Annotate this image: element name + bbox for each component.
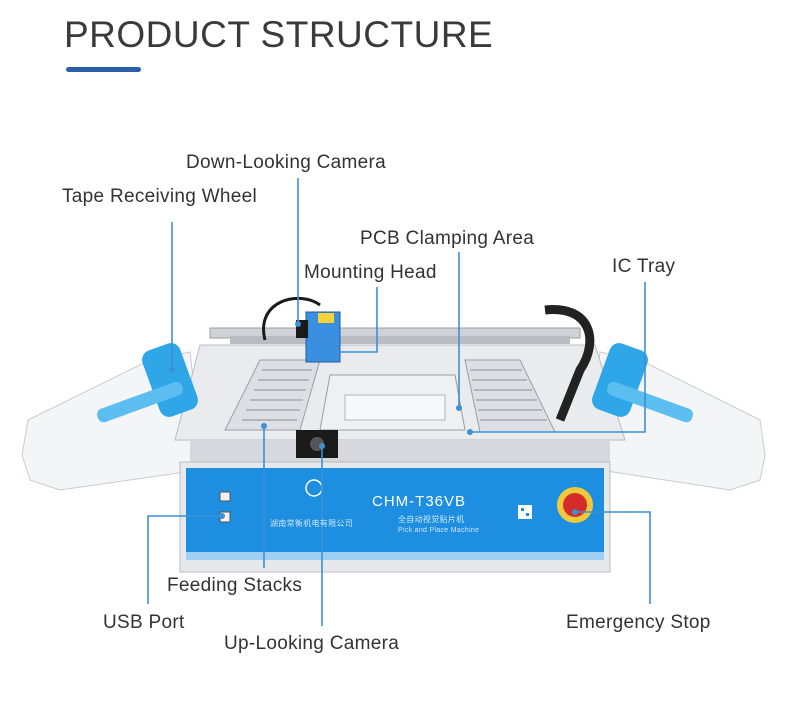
tape-wheel-left xyxy=(97,343,198,423)
leader-dots xyxy=(169,321,578,519)
label-pcb-clamping-area: PCB Clamping Area xyxy=(360,228,535,249)
label-ic-tray: IC Tray xyxy=(612,256,676,277)
power-port-icon xyxy=(219,491,231,502)
label-up-looking-camera: Up-Looking Camera xyxy=(224,633,400,654)
qr-code-icon xyxy=(518,505,532,519)
pcb-board xyxy=(344,394,446,421)
label-usb-port: USB Port xyxy=(103,612,185,633)
page-title: PRODUCT STRUCTURE xyxy=(64,14,494,55)
label-feeding-stacks: Feeding Stacks xyxy=(167,575,303,596)
camera-cable xyxy=(262,296,321,341)
tape-wheel-right xyxy=(592,343,693,423)
machine-subtitle-cn: 全自动视觉贴片机 xyxy=(398,515,465,524)
title-underline xyxy=(66,67,141,72)
deck-front-edge xyxy=(190,440,610,462)
leader-lines xyxy=(147,178,651,626)
feeder-teeth-right xyxy=(470,369,547,421)
label-emergency-stop: Emergency Stop xyxy=(566,612,711,633)
company-name-cn: 湖南常衡机电有限公司 xyxy=(270,519,353,528)
cable-chain xyxy=(544,305,595,422)
front-panel xyxy=(186,468,604,556)
feeder-teeth-left xyxy=(242,369,312,421)
label-tape-receiving-wheel: Tape Receiving Wheel xyxy=(62,186,258,207)
label-down-looking-camera: Down-Looking Camera xyxy=(186,152,387,173)
machine-subtitle-en: Pick and Place Machine xyxy=(398,527,480,534)
warning-sticker xyxy=(318,313,334,323)
machine-model: CHM-T36VB xyxy=(372,493,467,510)
label-mounting-head: Mounting Head xyxy=(304,262,437,283)
gantry-rail xyxy=(230,336,570,344)
panel-glow xyxy=(186,552,604,560)
